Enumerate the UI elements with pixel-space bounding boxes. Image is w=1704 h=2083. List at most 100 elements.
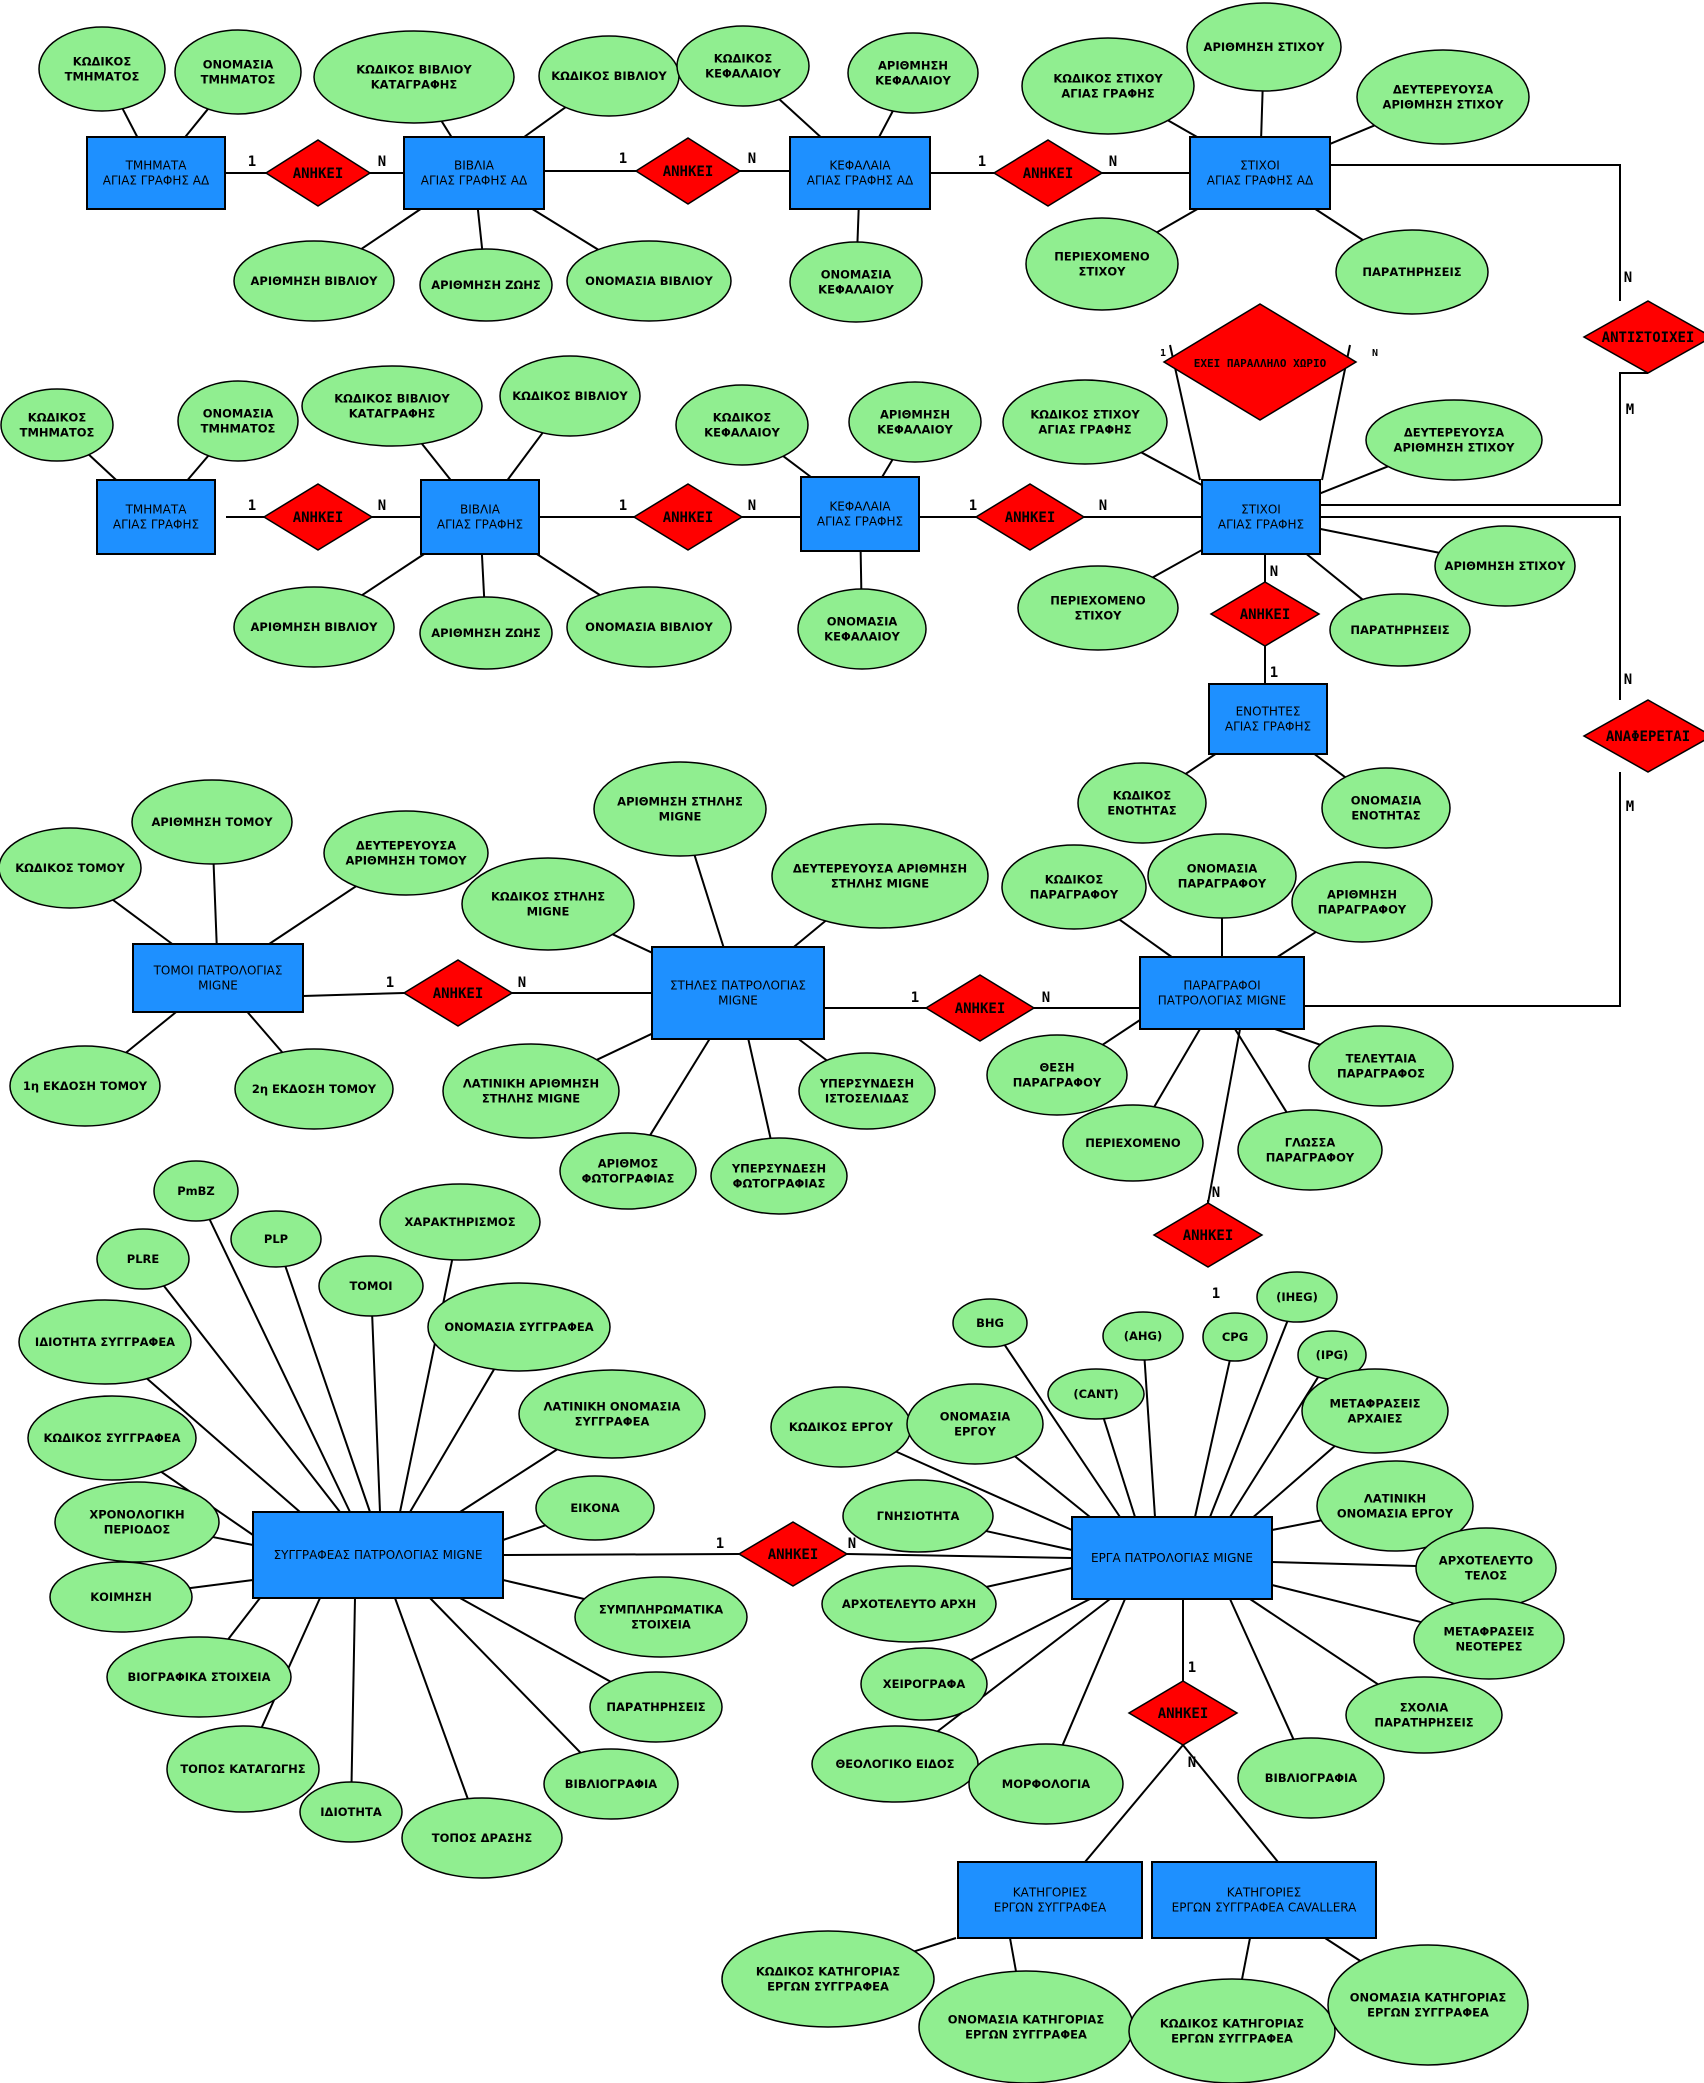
attribute-f1[interactable]: BHG <box>952 1298 1028 1348</box>
attribute-d7[interactable]: ΟΝΟΜΑΣΙΑ ΣΥΓΓΡΑΦΕΑ <box>427 1282 611 1372</box>
attribute-d18[interactable]: ΙΔΙΟΤΗΤΑ <box>299 1781 403 1843</box>
attribute-d1[interactable]: PmBZ <box>153 1160 239 1222</box>
attribute-f6[interactable]: (CANT) <box>1047 1368 1145 1420</box>
attribute-d9[interactable]: ΚΩΔΙΚΟΣ ΣΥΓΓΡΑΦΕΑ <box>27 1395 197 1481</box>
attribute-f15[interactable]: ΧΕΙΡΟΓΡΑΦΑ <box>860 1647 988 1721</box>
attribute-b5[interactable]: ΑΡΙΘΜΗΣΗ ΒΙΒΛΙΟΥ <box>233 586 395 668</box>
attribute-d15[interactable]: ΠΑΡΑΤΗΡΗΣΕΙΣ <box>589 1671 723 1743</box>
attribute-d4[interactable]: ΧΑΡΑΚΤΗΡΙΣΜΟΣ <box>379 1183 541 1261</box>
relationship-r10[interactable]: ΑΝΑΦΕΡΕΤΑΙ <box>1582 699 1704 773</box>
attribute-f17[interactable]: ΘΕΟΛΟΓΙΚΟ ΕΙΔΟΣ <box>811 1725 979 1803</box>
attribute-a6[interactable]: ΑΡΙΘΜΗΣΗ ΖΩΗΣ <box>419 248 553 322</box>
relationship-r3[interactable]: ΑΝΗΚΕΙ <box>992 139 1104 207</box>
relationship-r5[interactable]: ΑΝΗΚΕΙ <box>262 483 374 551</box>
attribute-a4[interactable]: ΚΩΔΙΚΟΣ ΒΙΒΛΙΟΥ <box>538 35 680 117</box>
attribute-b4[interactable]: ΚΩΔΙΚΟΣ ΒΙΒΛΙΟΥ <box>499 355 641 437</box>
relationship-r4[interactable]: ΑΝΤΙΣΤΟΙΧΕΙ <box>1582 300 1704 374</box>
attribute-f19[interactable]: ΒΙΒΛΙΟΓΡΑΦΙΑ <box>1237 1737 1385 1819</box>
attribute-f5[interactable]: (IPG) <box>1297 1330 1367 1380</box>
attribute-d3[interactable]: PLP <box>230 1210 322 1268</box>
attribute-a12[interactable]: ΑΡΙΘΜΗΣΗ ΣΤΙΧΟΥ <box>1186 2 1342 92</box>
relationship-r9[interactable]: ΕΧΕΙ ΠΑΡΑΛΛΗΛΟ ΧΩΡΙΟ <box>1162 303 1358 421</box>
relationship-r14[interactable]: ΑΝΗΚΕΙ <box>737 1521 849 1587</box>
attribute-c5[interactable]: 2η ΕΚΔΟΣΗ ΤΟΜΟΥ <box>234 1048 394 1130</box>
attribute-f7[interactable]: ΚΩΔΙΚΟΣ ΕΡΓΟΥ <box>770 1386 912 1468</box>
relationship-r15[interactable]: ΑΝΗΚΕΙ <box>1127 1680 1239 1746</box>
entity-e13[interactable]: ΣΥΓΓΡΑΦΕΑΣ ΠΑΤΡΟΛΟΓΙΑΣ MIGNE <box>252 1511 504 1599</box>
attribute-a15[interactable]: ΠΑΡΑΤΗΡΗΣΕΙΣ <box>1335 229 1489 315</box>
attribute-f13[interactable]: ΑΡΧΟΤΕΛΕΥΤΟ ΑΡΧΗ <box>821 1565 997 1643</box>
attribute-f2[interactable]: (AHG) <box>1102 1311 1184 1361</box>
attribute-c2[interactable]: ΑΡΙΘΜΗΣΗ ΤΟΜΟΥ <box>131 779 293 865</box>
attribute-f3[interactable]: CPG <box>1202 1312 1268 1362</box>
relationship-r12[interactable]: ΑΝΗΚΕΙ <box>924 974 1036 1042</box>
attribute-d17[interactable]: ΒΙΒΛΙΟΓΡΑΦΙΑ <box>543 1748 679 1820</box>
attribute-f18[interactable]: ΜΟΡΦΟΛΟΓΙΑ <box>968 1743 1124 1825</box>
attribute-b7[interactable]: ΟΝΟΜΑΣΙΑ ΒΙΒΛΙΟΥ <box>566 586 732 668</box>
attribute-d19[interactable]: ΤΟΠΟΣ ΔΡΑΣΗΣ <box>401 1797 563 1879</box>
attribute-b6[interactable]: ΑΡΙΘΜΗΣΗ ΖΩΗΣ <box>419 596 553 670</box>
attribute-d12[interactable]: ΚΟΙΜΗΣΗ <box>49 1561 193 1633</box>
relationship-r11[interactable]: ΑΝΗΚΕΙ <box>402 959 514 1027</box>
attribute-c1[interactable]: ΚΩΔΙΚΟΣ ΤΟΜΟΥ <box>0 827 142 909</box>
attribute-d6[interactable]: ΙΔΙΟΤΗΤΑ ΣΥΓΓΡΑΦΕΑ <box>18 1299 192 1385</box>
attribute-d14[interactable]: ΒΙΟΓΡΑΦΙΚΑ ΣΤΟΙΧΕΙΑ <box>106 1636 292 1718</box>
attribute-b14[interactable]: ΠΑΡΑΤΗΡΗΣΕΙΣ <box>1329 593 1471 667</box>
attribute-d16[interactable]: ΤΟΠΟΣ ΚΑΤΑΓΩΓΗΣ <box>166 1725 320 1813</box>
attribute-f4[interactable]: (IHEG) <box>1256 1271 1338 1323</box>
attribute-d11[interactable]: ΕΙΚΟΝΑ <box>535 1475 655 1541</box>
attribute-a5[interactable]: ΑΡΙΘΜΗΣΗ ΒΙΒΛΙΟΥ <box>233 240 395 322</box>
attribute-d2[interactable]: PLRE <box>96 1228 190 1290</box>
attribute-a7[interactable]: ΟΝΟΜΑΣΙΑ ΒΙΒΛΙΟΥ <box>566 240 732 322</box>
relationship-r13[interactable]: ΑΝΗΚΕΙ <box>1152 1202 1264 1268</box>
